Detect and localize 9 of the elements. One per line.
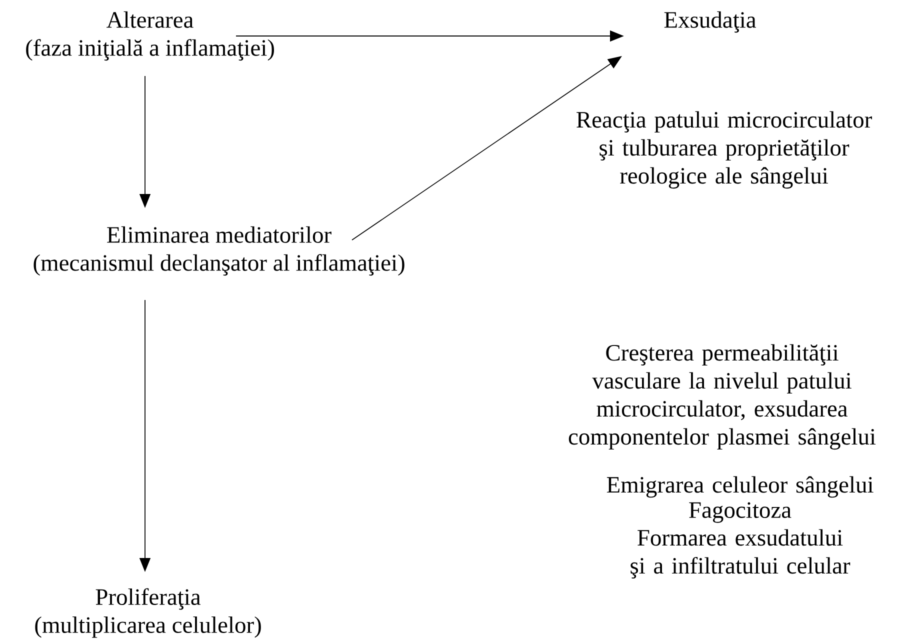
- phase-text: Exsudaţia: [664, 11, 756, 33]
- phase-text: Proliferaţia (multiplicarea celulelor): [35, 588, 261, 638]
- phase-text: Alterarea (faza iniţială a inflamaţiei): [26, 11, 274, 61]
- note-text: Fagocitoza: [689, 502, 792, 523]
- phase-text: Eliminarea mediatorilor (mecanismul declanşator al inflamaţiei): [34, 226, 404, 276]
- note-text: Formarea exsudatului şi a infiltratului celular: [630, 529, 850, 578]
- note-text: Creşterea permeabilităţii vasculare la nivelul patului microcirculator, exsudarea componentelor plasmei sângelui: [568, 344, 876, 450]
- note-text: Reacţia patului microcirculator şi tulburarea proprietăţilor reologice ale sângelui: [576, 111, 872, 189]
- note-text: Emigrarea celuleor sângelui: [606, 476, 874, 498]
